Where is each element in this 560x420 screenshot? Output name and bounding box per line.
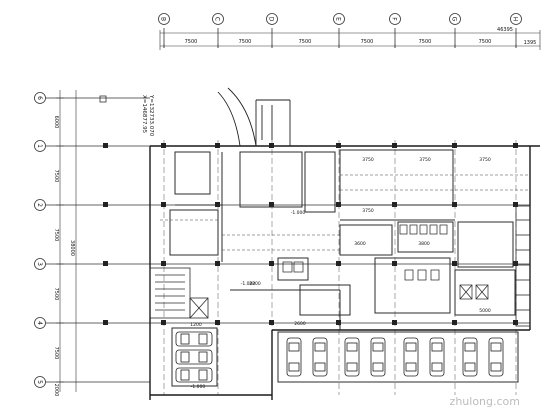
axis-bubble-col-b: [158, 13, 170, 25]
total-height-dim: 38000: [69, 240, 75, 256]
col-spacing-4: 7500: [361, 39, 374, 45]
edge-dim: 1395: [524, 40, 537, 46]
entry-ramp: [217, 87, 291, 147]
row-label-6: 6: [36, 96, 43, 100]
axis-bubble-row-4: [34, 317, 46, 329]
axis-bubble-col-d: [266, 13, 278, 25]
axis-bubble-col-c: [212, 13, 224, 25]
row-spacing-3: 7500: [53, 229, 59, 242]
car-4: [370, 337, 386, 377]
dim-3750-a: 3750: [362, 157, 374, 163]
axis-bubble-row-5: [34, 376, 46, 388]
coordinate-y: Y=132733.070: [148, 94, 154, 137]
structural-columns: [103, 143, 518, 325]
col-spacing-3: 7500: [299, 39, 312, 45]
axis-bubble-row-2: [34, 199, 46, 211]
dim-3800: 3800: [418, 241, 430, 247]
row-spacing-1: 6000: [53, 116, 59, 129]
col-spacing-6: 7500: [479, 39, 492, 45]
col-label-g: G: [451, 17, 458, 22]
axis-bubble-row-3: [34, 258, 46, 270]
car-7: [462, 337, 478, 377]
col-label-h: H: [512, 17, 519, 22]
car-10: [175, 349, 213, 365]
row-label-3: 3: [36, 262, 43, 266]
col-label-b: B: [160, 17, 167, 21]
car-3: [344, 337, 360, 377]
row-spacing-4: 7500: [53, 288, 59, 301]
dim-3600: 3600: [354, 241, 366, 247]
row-spacing-5: 7500: [53, 347, 59, 360]
col-label-c: C: [214, 17, 221, 21]
total-width-dim: 46395: [497, 27, 513, 33]
car-5: [403, 337, 419, 377]
car-9: [175, 331, 213, 347]
watermark: zhulong.com: [450, 395, 520, 408]
top-dimension-lines: [159, 30, 541, 50]
car-6: [429, 337, 445, 377]
parking-area: [171, 327, 519, 387]
interior-walls: [169, 149, 516, 330]
axis-bubble-col-f: [389, 13, 401, 25]
stair-core: [149, 267, 209, 319]
car-1: [286, 337, 302, 377]
car-8: [488, 337, 504, 377]
toilet-fixtures: [282, 224, 489, 300]
level-a: -1.000: [191, 384, 206, 390]
axis-bubble-row-1: [34, 140, 46, 152]
car-2: [312, 337, 328, 377]
row-spacing-2: 7500: [53, 170, 59, 183]
marker-square: [99, 95, 107, 103]
col-spacing-5: 7500: [419, 39, 432, 45]
col-label-f: F: [391, 17, 398, 21]
row-label-5: 5: [36, 380, 43, 384]
dim-5000: 5000: [479, 308, 491, 314]
car-11: [175, 367, 213, 383]
left-dimension-lines: [56, 90, 77, 392]
dim-1200: 1200: [190, 322, 202, 328]
col-spacing-1: 7500: [185, 39, 198, 45]
row-spacing-6: 2000: [53, 384, 59, 397]
row-label-2: 2: [36, 203, 43, 207]
axis-bubble-col-h: [510, 13, 522, 25]
axis-bubble-row-6: [34, 92, 46, 104]
level-b: -1.000: [241, 281, 256, 287]
row-label-1: 1: [36, 144, 43, 148]
col-spacing-2: 7500: [239, 39, 252, 45]
secondary-lines: [160, 174, 530, 251]
row-label-4: 4: [36, 321, 43, 325]
dim-3750-c: 3750: [479, 157, 491, 163]
axis-bubble-col-g: [449, 13, 461, 25]
dim-3750-d: 3750: [362, 208, 374, 214]
level-c: -1.000: [291, 210, 306, 216]
col-label-d: D: [268, 17, 275, 22]
row-axis: [34, 92, 530, 388]
coordinate-x: X=146877.95: [141, 95, 147, 134]
parked-cars: [175, 331, 504, 383]
dim-3750-b: 3750: [419, 157, 431, 163]
col-label-e: E: [335, 17, 342, 21]
axis-bubble-col-e: [333, 13, 345, 25]
dim-2200: 2200: [249, 281, 261, 287]
stair-right: [515, 205, 531, 327]
column-axis: [158, 13, 522, 48]
dim-2600: 2600: [294, 321, 306, 327]
